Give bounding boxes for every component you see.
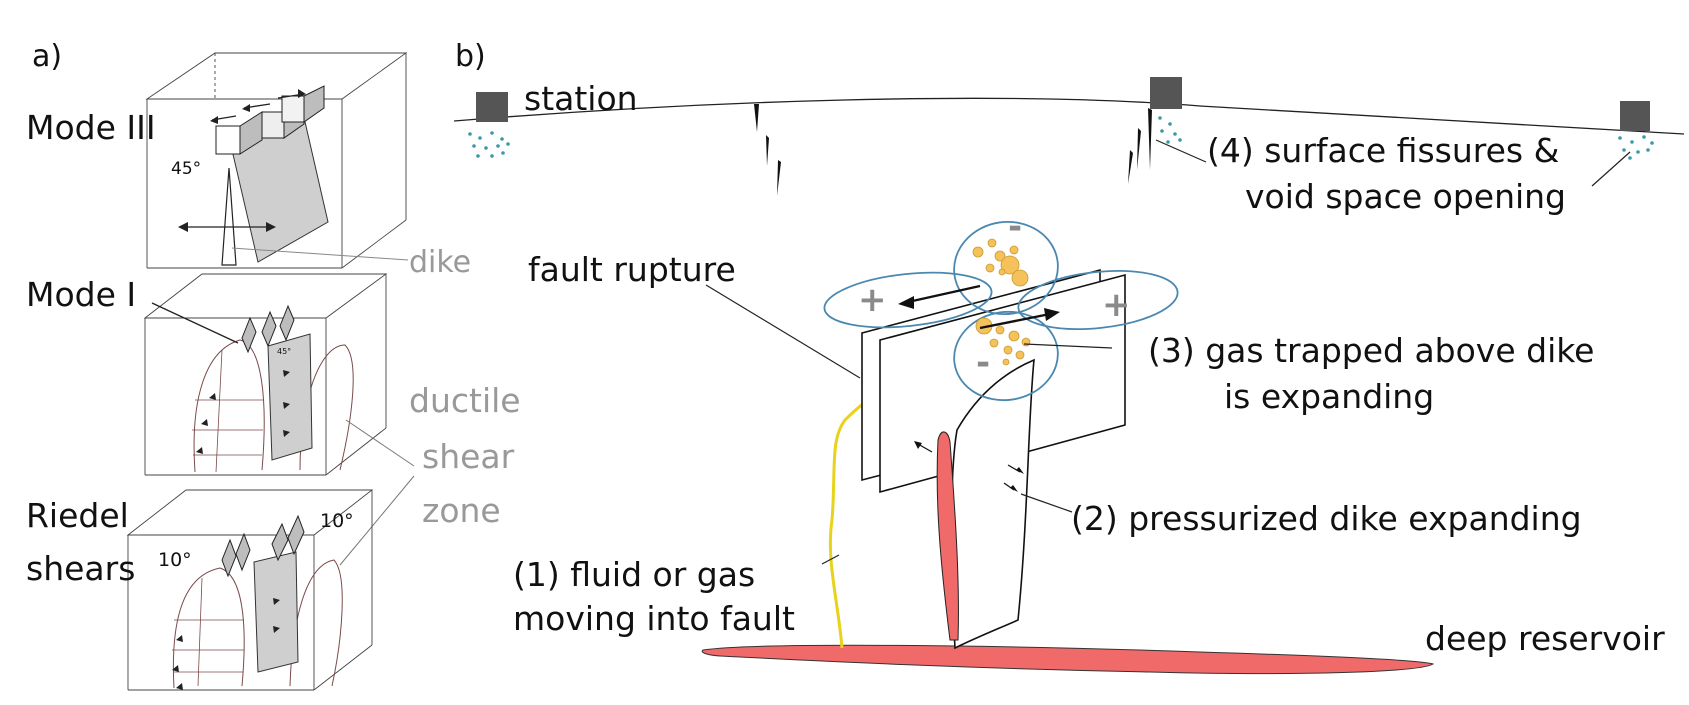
plus-sign-right: + <box>1102 285 1131 325</box>
mode3-angle-label: 45° <box>171 159 201 179</box>
shear-zone-leader-1 <box>345 419 415 467</box>
step4-leader-center <box>1155 139 1207 163</box>
fluid-path <box>828 393 881 649</box>
dike-body <box>936 431 959 641</box>
step2-label: (2) pressurized dike expanding <box>1071 499 1582 538</box>
step2-leader <box>1020 493 1073 513</box>
mode1-block-diagram: 45° <box>143 273 388 476</box>
step4-leader-right <box>1591 151 1631 187</box>
riedel-title-line2: shears <box>26 549 135 588</box>
station-marker-left <box>476 92 508 122</box>
step1-leader <box>821 554 840 565</box>
fault-rupture-label: fault rupture <box>528 250 736 289</box>
station-label: station <box>524 79 638 118</box>
plus-sign-left: + <box>858 280 887 320</box>
dike-leader-line <box>231 247 409 261</box>
slip-arrow-right <box>979 312 1051 330</box>
mode1-leader-line <box>151 302 239 344</box>
surface-fissures <box>754 104 1152 196</box>
shear-zone-leader-2 <box>339 475 415 566</box>
gas-bubbles <box>972 238 1031 366</box>
station-marker-right <box>1620 101 1650 131</box>
panel-a-label: a) <box>32 39 62 74</box>
minus-sign-top: - <box>1008 207 1022 247</box>
ground-surface-line <box>453 97 1685 135</box>
mode3-block-diagram <box>145 52 408 269</box>
step3-leader <box>1023 343 1113 349</box>
step4-line1: (4) surface fissures & <box>1207 131 1559 170</box>
step1-line2: moving into fault <box>513 599 795 638</box>
riedel-angle-right: 10° <box>320 510 354 532</box>
slip-arrow-left <box>907 284 981 304</box>
fault-rupture-leader <box>705 284 861 379</box>
riedel-title-line1: Riedel <box>26 496 129 535</box>
mode1-title: Mode I <box>26 275 136 314</box>
step1-line1: (1) fluid or gas <box>513 555 755 594</box>
riedel-angle-left: 10° <box>158 549 192 571</box>
dike-label: dike <box>409 245 471 280</box>
panel-b-label: b) <box>455 39 486 74</box>
void-spray-dots <box>468 116 1654 160</box>
mode3-title: Mode III <box>26 108 156 147</box>
shear-zone-label-3: zone <box>422 491 501 530</box>
station-marker-center <box>1150 77 1182 109</box>
deep-reservoir-label: deep reservoir <box>1425 619 1665 658</box>
step4-line2: void space opening <box>1245 177 1566 216</box>
shear-zone-label-1: ductile <box>409 381 521 420</box>
deep-reservoir-shape <box>701 644 1435 675</box>
riedel-block-diagram <box>126 489 374 691</box>
stress-lobes <box>823 220 1179 402</box>
shear-zone-label-2: shear <box>422 437 515 476</box>
minus-sign-bottom: - <box>976 343 990 383</box>
step3-line2: is expanding <box>1224 377 1434 416</box>
step3-line1: (3) gas trapped above dike <box>1148 331 1594 370</box>
mode1-small-angle: 45° <box>277 347 291 356</box>
